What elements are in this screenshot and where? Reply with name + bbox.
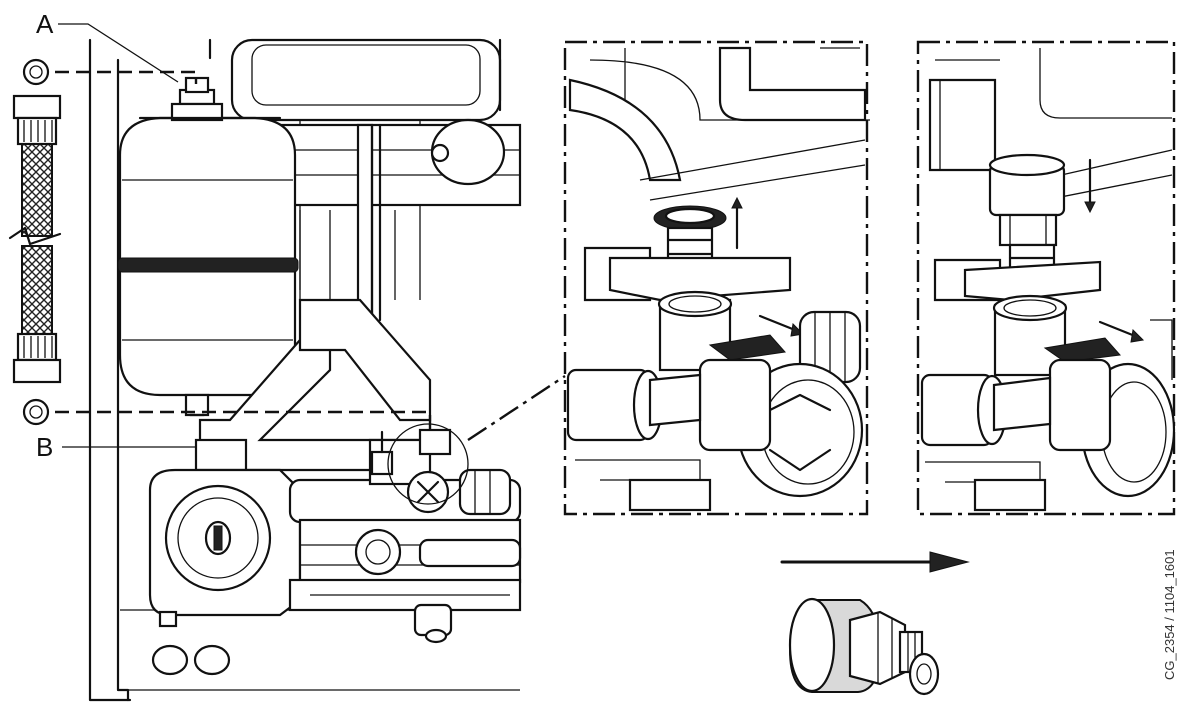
flexible-hose [8, 58, 62, 426]
adapter-fitting [788, 597, 940, 696]
expansion-vessel [117, 76, 299, 417]
hose-top-leader [55, 70, 198, 84]
hose-bottom-leader [55, 410, 432, 430]
figure-code: CG_2354 / 1104_1601 [1162, 549, 1177, 680]
label-a-leader [58, 23, 179, 83]
detail-panel-after [916, 40, 1176, 516]
hydraulic-block [288, 428, 522, 644]
label-a: A [36, 9, 54, 39]
boiler-assembly [88, 38, 522, 702]
detail-panel-before [563, 40, 870, 516]
detail-leader [467, 374, 566, 442]
replace-arrow [780, 551, 970, 573]
circulation-pump [148, 438, 302, 628]
label-b: B [36, 432, 53, 462]
